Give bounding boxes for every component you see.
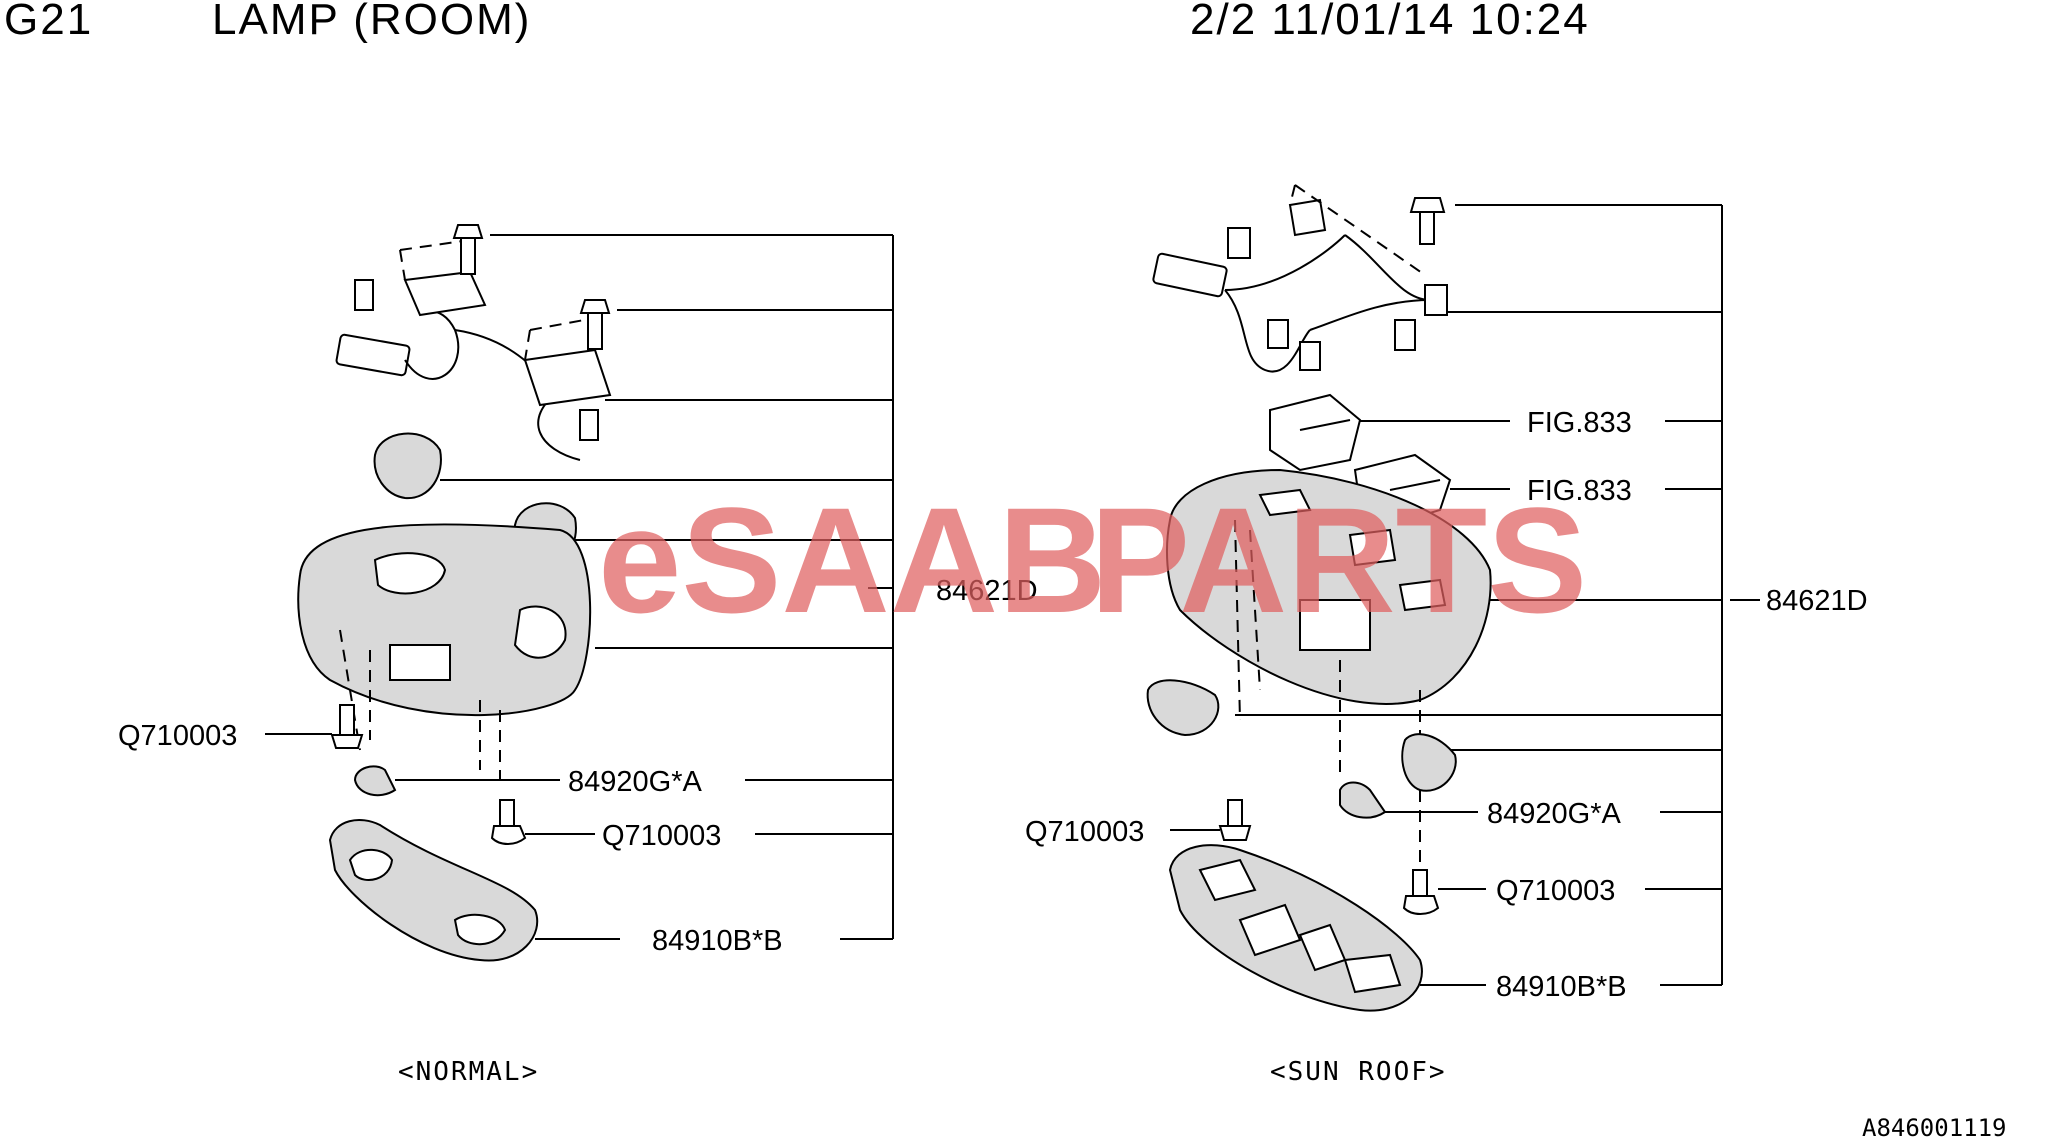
left-label-screw-lower: Q710003 [602,820,721,852]
left-label-housing: 84621D [936,575,1038,607]
right-label-fig-upper: FIG.833 [1527,407,1632,439]
right-screw-q-lower [1402,869,1440,915]
drawing-code: A846001119 [1862,1114,2007,1141]
left-lens-cover [328,819,539,962]
right-lens-b [1401,733,1457,792]
right-caption: <SUN ROOF> [1270,1057,1447,1087]
watermark-parts: PARTS [1090,476,1587,644]
group-code: G21 [4,0,94,44]
left-label-bulb: 84920G*A [568,766,702,798]
left-screw-2 [579,299,611,350]
left-label-lens: 84910B*B [652,925,783,957]
right-screw-top [1409,197,1446,245]
watermark-esaab: eSAAB [598,476,1106,644]
left-caption: <NORMAL> [398,1057,539,1087]
page-info: 2/2 11/01/14 10:24 [1190,0,1590,44]
right-view: FIG.833 FIG.833 84621D Q7100 [1025,184,1868,1087]
left-lens-a [373,432,442,500]
diagram-title: LAMP (ROOM) [212,0,532,44]
right-lens-a [1146,679,1220,737]
left-housing [297,523,592,780]
right-label-screw-left: Q710003 [1025,816,1144,848]
right-screw-q-left [1218,799,1252,841]
right-label-housing: 84621D [1766,585,1868,617]
right-housing [1166,468,1492,870]
left-bulb [353,765,397,797]
left-screw-q-left [330,704,364,749]
watermark: eSAAB PARTS [598,476,1587,644]
left-screw-q-lower [490,799,527,845]
right-harness [1152,184,1448,373]
left-view: Q710003 84920G*A Q710003 84910B*B 84621D… [118,224,1038,1087]
left-label-screw-left: Q710003 [118,720,237,752]
right-bulb [1339,781,1387,819]
right-label-bulb: 84920G*A [1487,798,1621,830]
right-label-lens: 84910B*B [1496,971,1627,1003]
right-label-fig-lower: FIG.833 [1527,475,1632,507]
right-label-screw-lower: Q710003 [1496,875,1615,907]
right-fig-box-upper [1269,393,1362,472]
right-lens-cover [1168,844,1423,1012]
left-harness [335,239,612,461]
left-screw-top [452,224,484,275]
